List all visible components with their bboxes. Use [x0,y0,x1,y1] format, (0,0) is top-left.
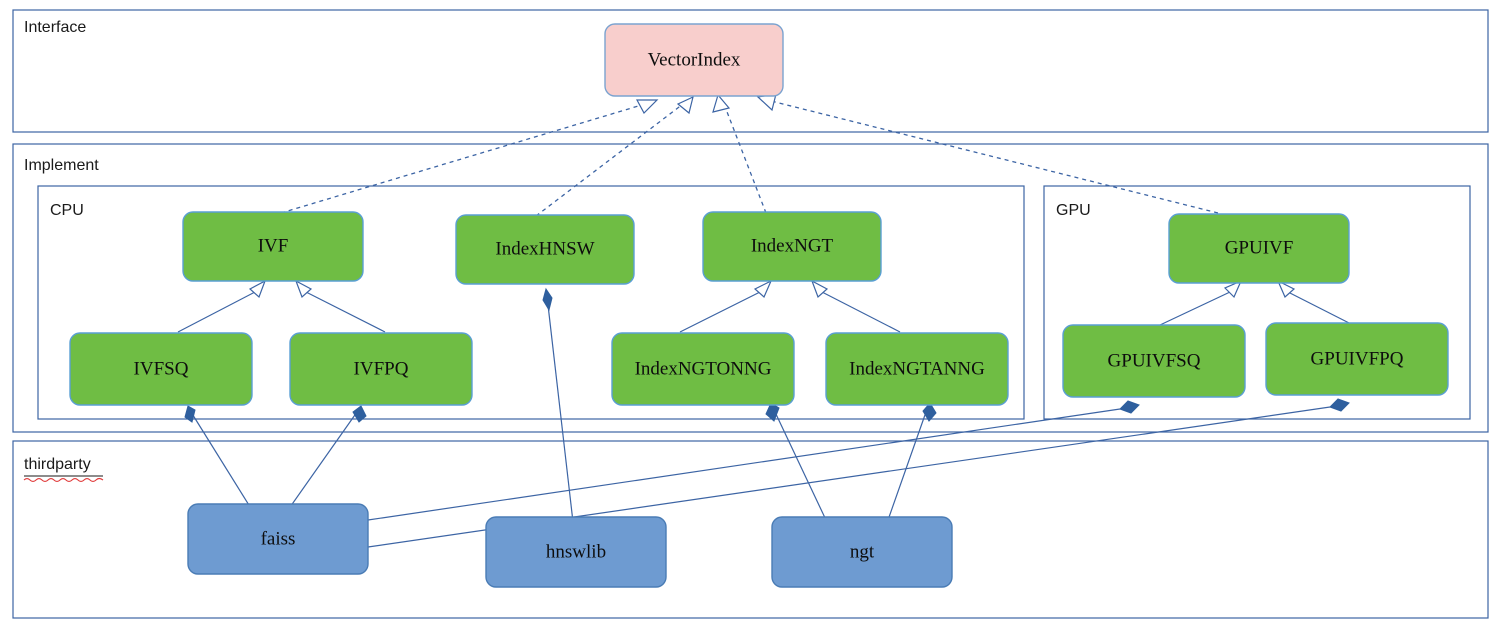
node-indexngt-label: IndexNGT [751,235,834,256]
node-gpuivfpq[interactable]: GPUIVFPQ [1265,322,1449,396]
node-gpuivfpq-rect [1265,322,1449,396]
node-vectorindex-rect [604,23,784,97]
node-ivf-rect [182,211,364,282]
generalization-arrowhead [248,279,267,299]
node-indexhnsw[interactable]: IndexHNSW [455,214,635,285]
edge-hnswlib-to-indexhnsw [542,287,574,523]
node-hnswlib-rect [485,516,667,588]
node-indexngt-rect [702,211,882,282]
node-gpuivfpq-label: GPUIVFPQ [1311,348,1404,369]
edge-ngt-to-indexngtanng [887,402,937,521]
node-ivfpq-rect [289,332,473,406]
composition-diamond [184,405,196,423]
node-vectorindex-label: VectorIndex [648,49,741,70]
edge-indexngtanng-to-indexngt [810,279,901,333]
node-ivfpq-label: IVFPQ [354,358,409,379]
node-ngt-rect [771,516,953,588]
node-hnswlib[interactable]: hnswlib [485,516,667,588]
group-interface-label: Interface [24,19,86,36]
edge-indexngtonng-to-indexngt [679,279,773,333]
node-indexngtonng-rect [611,332,795,406]
edge-indexhnsw-to-vectorindex [535,95,694,217]
node-indexngtonng-label: IndexNGTONNG [635,358,772,379]
node-faiss-label: faiss [261,528,296,549]
group-gpu-label: GPU [1056,202,1091,219]
composition-diamond [922,402,937,422]
node-faiss[interactable]: faiss [187,503,369,575]
edge-ivfsq-to-ivf [177,279,267,333]
node-gpuivf[interactable]: GPUIVF [1168,213,1350,284]
node-ivfsq-rect [69,332,253,406]
node-gpuivf-rect [1168,213,1350,284]
node-vectorindex[interactable]: VectorIndex [604,23,784,97]
node-indexngtanng-rect [825,332,1009,406]
edge-gpuivfpq-to-gpuivf [1276,279,1354,326]
generalization-arrowhead [810,279,829,299]
edge-faiss-to-gpuivfsq [367,400,1140,521]
node-ivf[interactable]: IVF [182,211,364,282]
node-gpuivfsq-label: GPUIVFSQ [1108,350,1201,371]
node-indexngtanng[interactable]: IndexNGTANNG [825,332,1009,406]
node-ivf-label: IVF [258,235,289,256]
generalization-arrowhead [294,279,313,299]
node-indexngtonng[interactable]: IndexNGTONNG [611,332,795,406]
node-ngt[interactable]: ngt [771,516,953,588]
node-gpuivfsq[interactable]: GPUIVFSQ [1062,324,1246,398]
generalization-arrowhead [1276,279,1296,298]
composition-diamond [765,402,780,422]
group-implement-label: Implement [24,157,99,174]
thirdparty-spellcheck-squiggle [23,477,104,483]
node-indexngtanng-label: IndexNGTANNG [849,358,985,379]
composition-diamond [352,405,367,423]
edge-faiss-to-ivfpq [287,405,367,511]
realization-arrowhead [676,95,694,115]
node-indexhnsw-label: IndexHNSW [495,238,594,259]
node-ivfsq[interactable]: IVFSQ [69,332,253,406]
generalization-arrowhead [753,279,773,298]
edge-ngt-to-indexngtonng [765,402,827,521]
realization-arrowhead [635,99,659,114]
composition-diamond [1329,398,1350,412]
node-indexhnsw-rect [455,214,635,285]
node-hnswlib-label: hnswlib [546,541,606,562]
composition-diamond [1119,400,1140,414]
generalization-arrowhead [1223,279,1243,299]
edge-ivf-to-vectorindex [280,99,659,214]
edge-ivfpq-to-ivf [294,279,386,333]
node-ivfpq[interactable]: IVFPQ [289,332,473,406]
group-cpu-label: CPU [50,202,84,219]
edge-indexngt-to-vectorindex [712,93,767,214]
group-thirdparty-label: thirdparty [24,456,91,473]
node-gpuivf-label: GPUIVF [1225,237,1294,258]
node-gpuivfsq-rect [1062,324,1246,398]
edge-gpuivfsq-to-gpuivf [1159,279,1243,326]
node-ivfsq-label: IVFSQ [134,358,189,379]
composition-diamond [542,287,553,312]
node-indexngt[interactable]: IndexNGT [702,211,882,282]
edge-faiss-to-ivfsq [184,405,253,511]
node-ngt-label: ngt [850,541,875,562]
realization-arrowhead [712,93,731,113]
node-faiss-rect [187,503,369,575]
